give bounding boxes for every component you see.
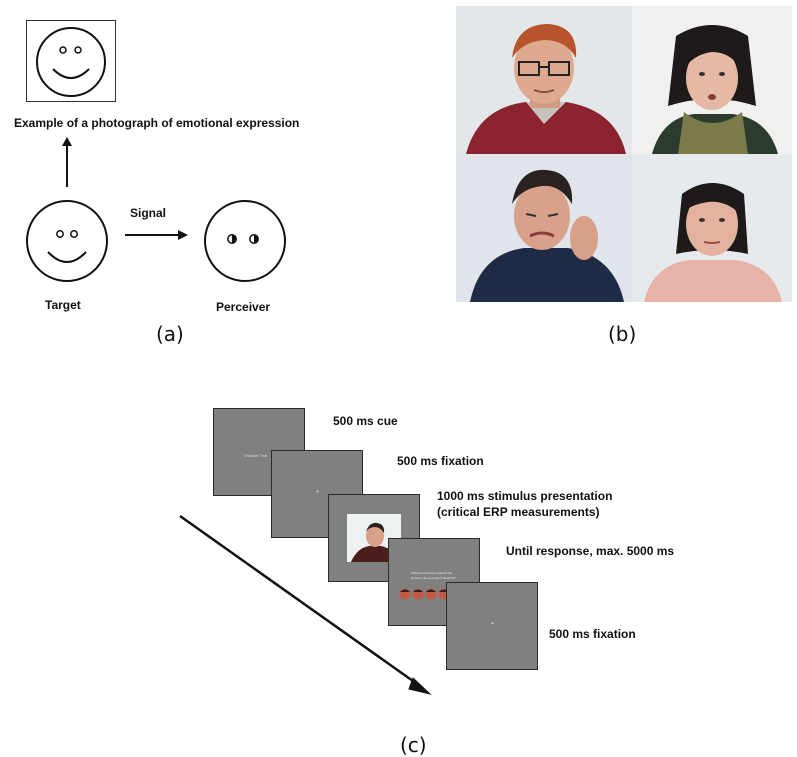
photo-man-disgust [456,154,632,302]
response-question-line2: Emotion des gezeigten Gesichts? [411,576,456,580]
smiley-photo-icon [36,27,106,97]
step-5-label: 500 ms fixation [549,627,636,641]
photo-woman-pink [632,154,792,302]
photo-man-glasses [456,6,632,154]
step-1-label: 500 ms cue [333,414,398,428]
step-3-label-line2: (critical ERP measurements) [437,505,600,519]
fixation-screen-2: + [446,582,538,670]
response-face-options [399,588,450,600]
response-question-line1: Welches Gesicht entspricht der [411,571,453,575]
time-arrow-icon [179,514,432,695]
step-2-label: 500 ms fixation [397,454,484,468]
step-3-label-line1: 1000 ms stimulus presentation [437,489,613,503]
fixation-cross-2: + [491,621,494,627]
panel-a-label: (a) [156,322,184,346]
panel-c-label: (c) [400,733,427,757]
cue-screen-text: Welcher Trial [244,453,268,458]
target-label: Target [45,298,81,312]
photo-frame [26,20,116,102]
target-smiley-icon [26,200,108,282]
fixation-cross-1: + [316,489,319,495]
perceiver-face-icon [204,200,286,282]
perceiver-label: Perceiver [216,300,271,314]
signal-label: Signal [130,206,167,220]
step-4-label: Until response, max. 5000 ms [506,544,675,558]
signal-arrow-icon [125,230,188,240]
photo-caption: Example of a photograph of emotional exp… [14,116,300,130]
up-arrow-icon [62,137,72,187]
photo-woman-scarf [632,6,792,154]
panel-b-label: (b) [608,322,637,346]
